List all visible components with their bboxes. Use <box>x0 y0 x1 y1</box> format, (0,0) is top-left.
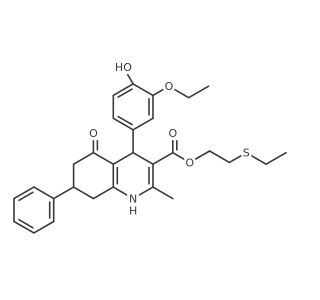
atom-ketone-oxygen: O <box>89 127 98 140</box>
atom-ester-oxygen: O <box>185 156 194 169</box>
bond-phenyl-link <box>52 186 75 200</box>
bond-r_top-r_ur <box>132 83 154 97</box>
bond-phenyl-4 <box>13 186 35 200</box>
bond-c3-cc <box>152 151 174 165</box>
bond-phenyl-2 <box>13 220 35 234</box>
atom-ether-oxygen: O <box>165 80 174 93</box>
bond-c7-c8 <box>72 186 95 200</box>
atom-label-layer: HO O O O O S H N <box>87 60 252 218</box>
molecule-structure: HO O O O O S H N <box>13 60 287 234</box>
bond-c8-c8a <box>92 186 115 200</box>
bond-sc1-sc2 <box>265 151 287 165</box>
bond-ch1-ch2 <box>208 150 231 164</box>
bond-r_ul-r_top-inner <box>117 88 133 98</box>
bond-e1-e2 <box>187 85 210 99</box>
bond-c4-c3 <box>132 151 154 165</box>
atom-carbonyl-oxygen: O <box>168 127 177 140</box>
atom-amine-hydrogen: H <box>129 205 137 218</box>
bond-c2-me <box>152 186 174 200</box>
bond-r_ul-r_top <box>112 83 134 97</box>
atom-hydroxyl: HO <box>115 61 132 74</box>
bond-phenyl-1 <box>33 220 55 234</box>
bond-phenyl-2-inner <box>18 218 34 229</box>
bond-r_bot-r_ll <box>112 117 134 131</box>
bond-c4a-c5 <box>92 151 115 165</box>
bond-r_bot-r_ll-inner <box>117 115 133 126</box>
bond-c5-c6 <box>72 151 95 165</box>
bond-phenyl-4-inner <box>18 191 34 202</box>
atom-sulfur: S <box>243 147 250 160</box>
bond-c4a-c4 <box>112 151 134 165</box>
bond-r_lr-r_bot <box>132 117 154 131</box>
bond-phenyl-5 <box>33 186 55 200</box>
atom-amine-nitrogen: N <box>129 193 137 206</box>
